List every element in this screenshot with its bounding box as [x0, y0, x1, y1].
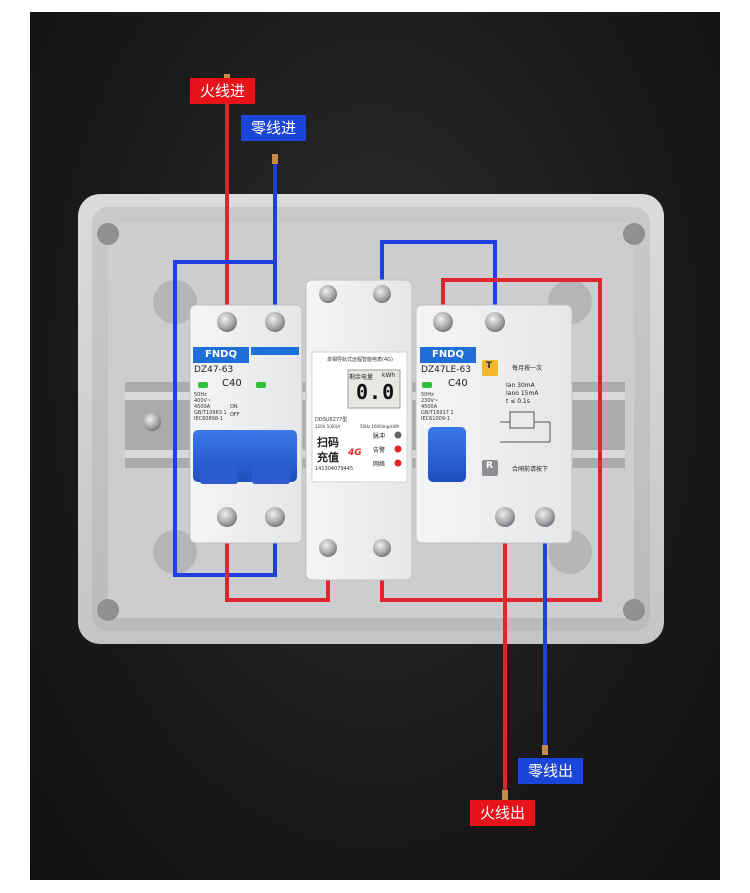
meter-freq-const: 50Hz 1600imp/kWh: [360, 424, 400, 429]
breaker-left: [189, 304, 303, 544]
label-neutral-in: 零线进: [241, 115, 307, 141]
meter-label-alarm: 告警: [373, 447, 386, 454]
terminal-screw: [217, 312, 237, 332]
rcbo-reset-note: 合闸前请按下: [512, 466, 549, 473]
corner-hole-tl: [97, 223, 119, 245]
breaker-left-rating: C40: [222, 378, 242, 389]
rcbo-spec-t: t ≤ 0.1s: [506, 398, 530, 405]
indicator-network: [394, 459, 402, 467]
terminal-screw: [485, 312, 505, 332]
breaker-left-off: OFF: [230, 412, 240, 418]
terminal-screw: [535, 507, 555, 527]
rcbo-test-note: 每月按一次: [512, 365, 543, 372]
terminal-screw: [265, 312, 285, 332]
meter-scan-line2: 充值: [317, 451, 339, 464]
indicator-alarm: [394, 445, 402, 453]
label-neutral-out: 零线出: [518, 758, 584, 784]
terminal-screw: [373, 285, 391, 303]
corner-hole-bl: [97, 599, 119, 621]
energy-meter: [305, 279, 413, 581]
terminal-screw: [495, 507, 515, 527]
reset-key-letter: R: [486, 461, 493, 471]
meter-reading: 0.0: [356, 380, 396, 404]
breaker-right-specs: 50Hz 230V~ 4500A GB/T16917.1 IEC61009-1: [421, 392, 454, 422]
test-button[interactable]: [482, 360, 498, 376]
test-key-letter: T: [486, 361, 493, 371]
meter-voltage-current: 220V 5(60)A: [315, 424, 341, 429]
breaker-left-model: DZ47-63: [194, 365, 234, 375]
terminal-screw: [319, 285, 337, 303]
terminal-screw: [265, 507, 285, 527]
terminal-screw: [319, 539, 337, 557]
reset-button[interactable]: [482, 460, 498, 476]
label-live-in: 火线进: [190, 78, 256, 104]
rcbo-spec-ian: Ian 30mA: [506, 382, 535, 389]
breaker-right-model: DZ47LE-63: [421, 365, 471, 375]
label-live-out: 火线出: [470, 800, 536, 826]
distribution-box-illustration: [78, 74, 664, 800]
meter-model: DDSU6277型: [315, 417, 348, 423]
meter-4g-badge: 4G: [348, 448, 362, 458]
rcbo-spec-iano: Iano 15mA: [506, 390, 539, 397]
breaker-right-rating: C40: [448, 378, 468, 389]
terminal-screw: [433, 312, 453, 332]
meter-label-network: 网络: [373, 461, 386, 468]
meter-label-pulse: 脉冲: [373, 433, 386, 440]
meter-serial: 141304079445: [315, 466, 354, 472]
meter-unit: kWh: [382, 372, 396, 379]
corner-hole-tr: [623, 223, 645, 245]
meter-scan-line1: 扫码: [317, 436, 339, 449]
rcbo-handle[interactable]: [428, 427, 466, 482]
meter-header: 单相导轨式远程智能电表(4G): [327, 357, 393, 363]
breaker-left-on: ON: [230, 404, 238, 410]
breaker-left-brand: FNDQ: [204, 349, 237, 360]
lcd-screen: [347, 369, 401, 409]
breaker-right-brand: FNDQ: [431, 349, 464, 360]
indicator-pulse: [394, 431, 402, 439]
meter-remaining-label: 剩余电量: [349, 374, 374, 381]
terminal-screw: [217, 507, 237, 527]
breaker-left-specs: 50Hz 400V~ 4500A GB/T10963.1 IEC60898-1: [194, 392, 227, 422]
breaker-right: [415, 304, 573, 544]
photo-stage: 火线进 零线进 零线出 火线出 FNDQ DZ47-63 C40 50Hz 40…: [30, 12, 720, 880]
terminal-screw: [373, 539, 391, 557]
corner-hole-br: [623, 599, 645, 621]
wiring: [173, 80, 602, 794]
